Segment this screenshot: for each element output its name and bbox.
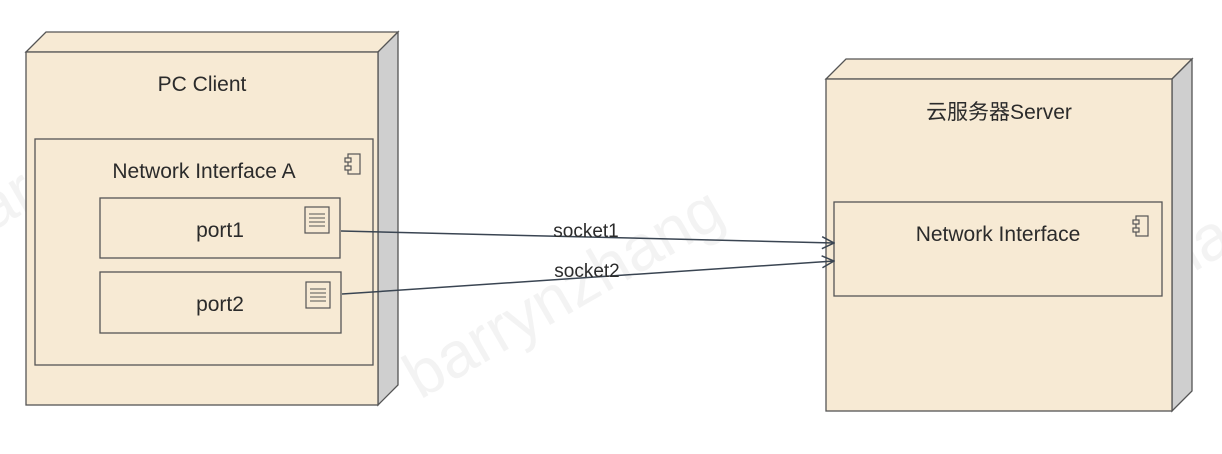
port-port1[interactable]: port1 xyxy=(99,197,341,259)
connection-label: socket2 xyxy=(554,261,619,282)
watermark-text: barrynzhang xyxy=(391,172,735,412)
component-title: Network Interface xyxy=(916,223,1081,246)
node-cloud-server[interactable]: 云服务器Server Network Interface xyxy=(824,57,1194,413)
document-icon xyxy=(305,281,331,309)
node-top-face xyxy=(824,58,1194,80)
component-icon xyxy=(1132,215,1149,237)
connection-socket1[interactable]: socket1 xyxy=(340,221,834,243)
component-network-interface[interactable]: Network Interface xyxy=(833,201,1163,297)
node-pc-client[interactable]: PC Client Network Interface A port1 xyxy=(24,30,400,407)
port-label: port1 xyxy=(196,219,244,242)
port-port2[interactable]: port2 xyxy=(99,271,342,334)
port-box xyxy=(99,197,341,259)
node-top-face xyxy=(24,31,400,53)
node-title: 云服务器Server xyxy=(926,101,1072,124)
component-box xyxy=(833,201,1163,297)
port-box xyxy=(99,271,342,334)
node-side-face xyxy=(1171,57,1193,413)
node-title: PC Client xyxy=(158,73,247,96)
connection-socket2[interactable]: socket2 xyxy=(341,261,834,295)
component-icon xyxy=(344,153,361,175)
port-label: port2 xyxy=(196,293,244,316)
component-title: Network Interface A xyxy=(112,160,295,183)
connection-label: socket1 xyxy=(553,221,618,242)
connection-line xyxy=(341,261,834,295)
connection-line xyxy=(340,230,834,243)
node-side-face xyxy=(377,30,399,407)
document-icon xyxy=(304,206,330,234)
component-network-interface-a[interactable]: Network Interface A port1 xyxy=(34,138,374,366)
